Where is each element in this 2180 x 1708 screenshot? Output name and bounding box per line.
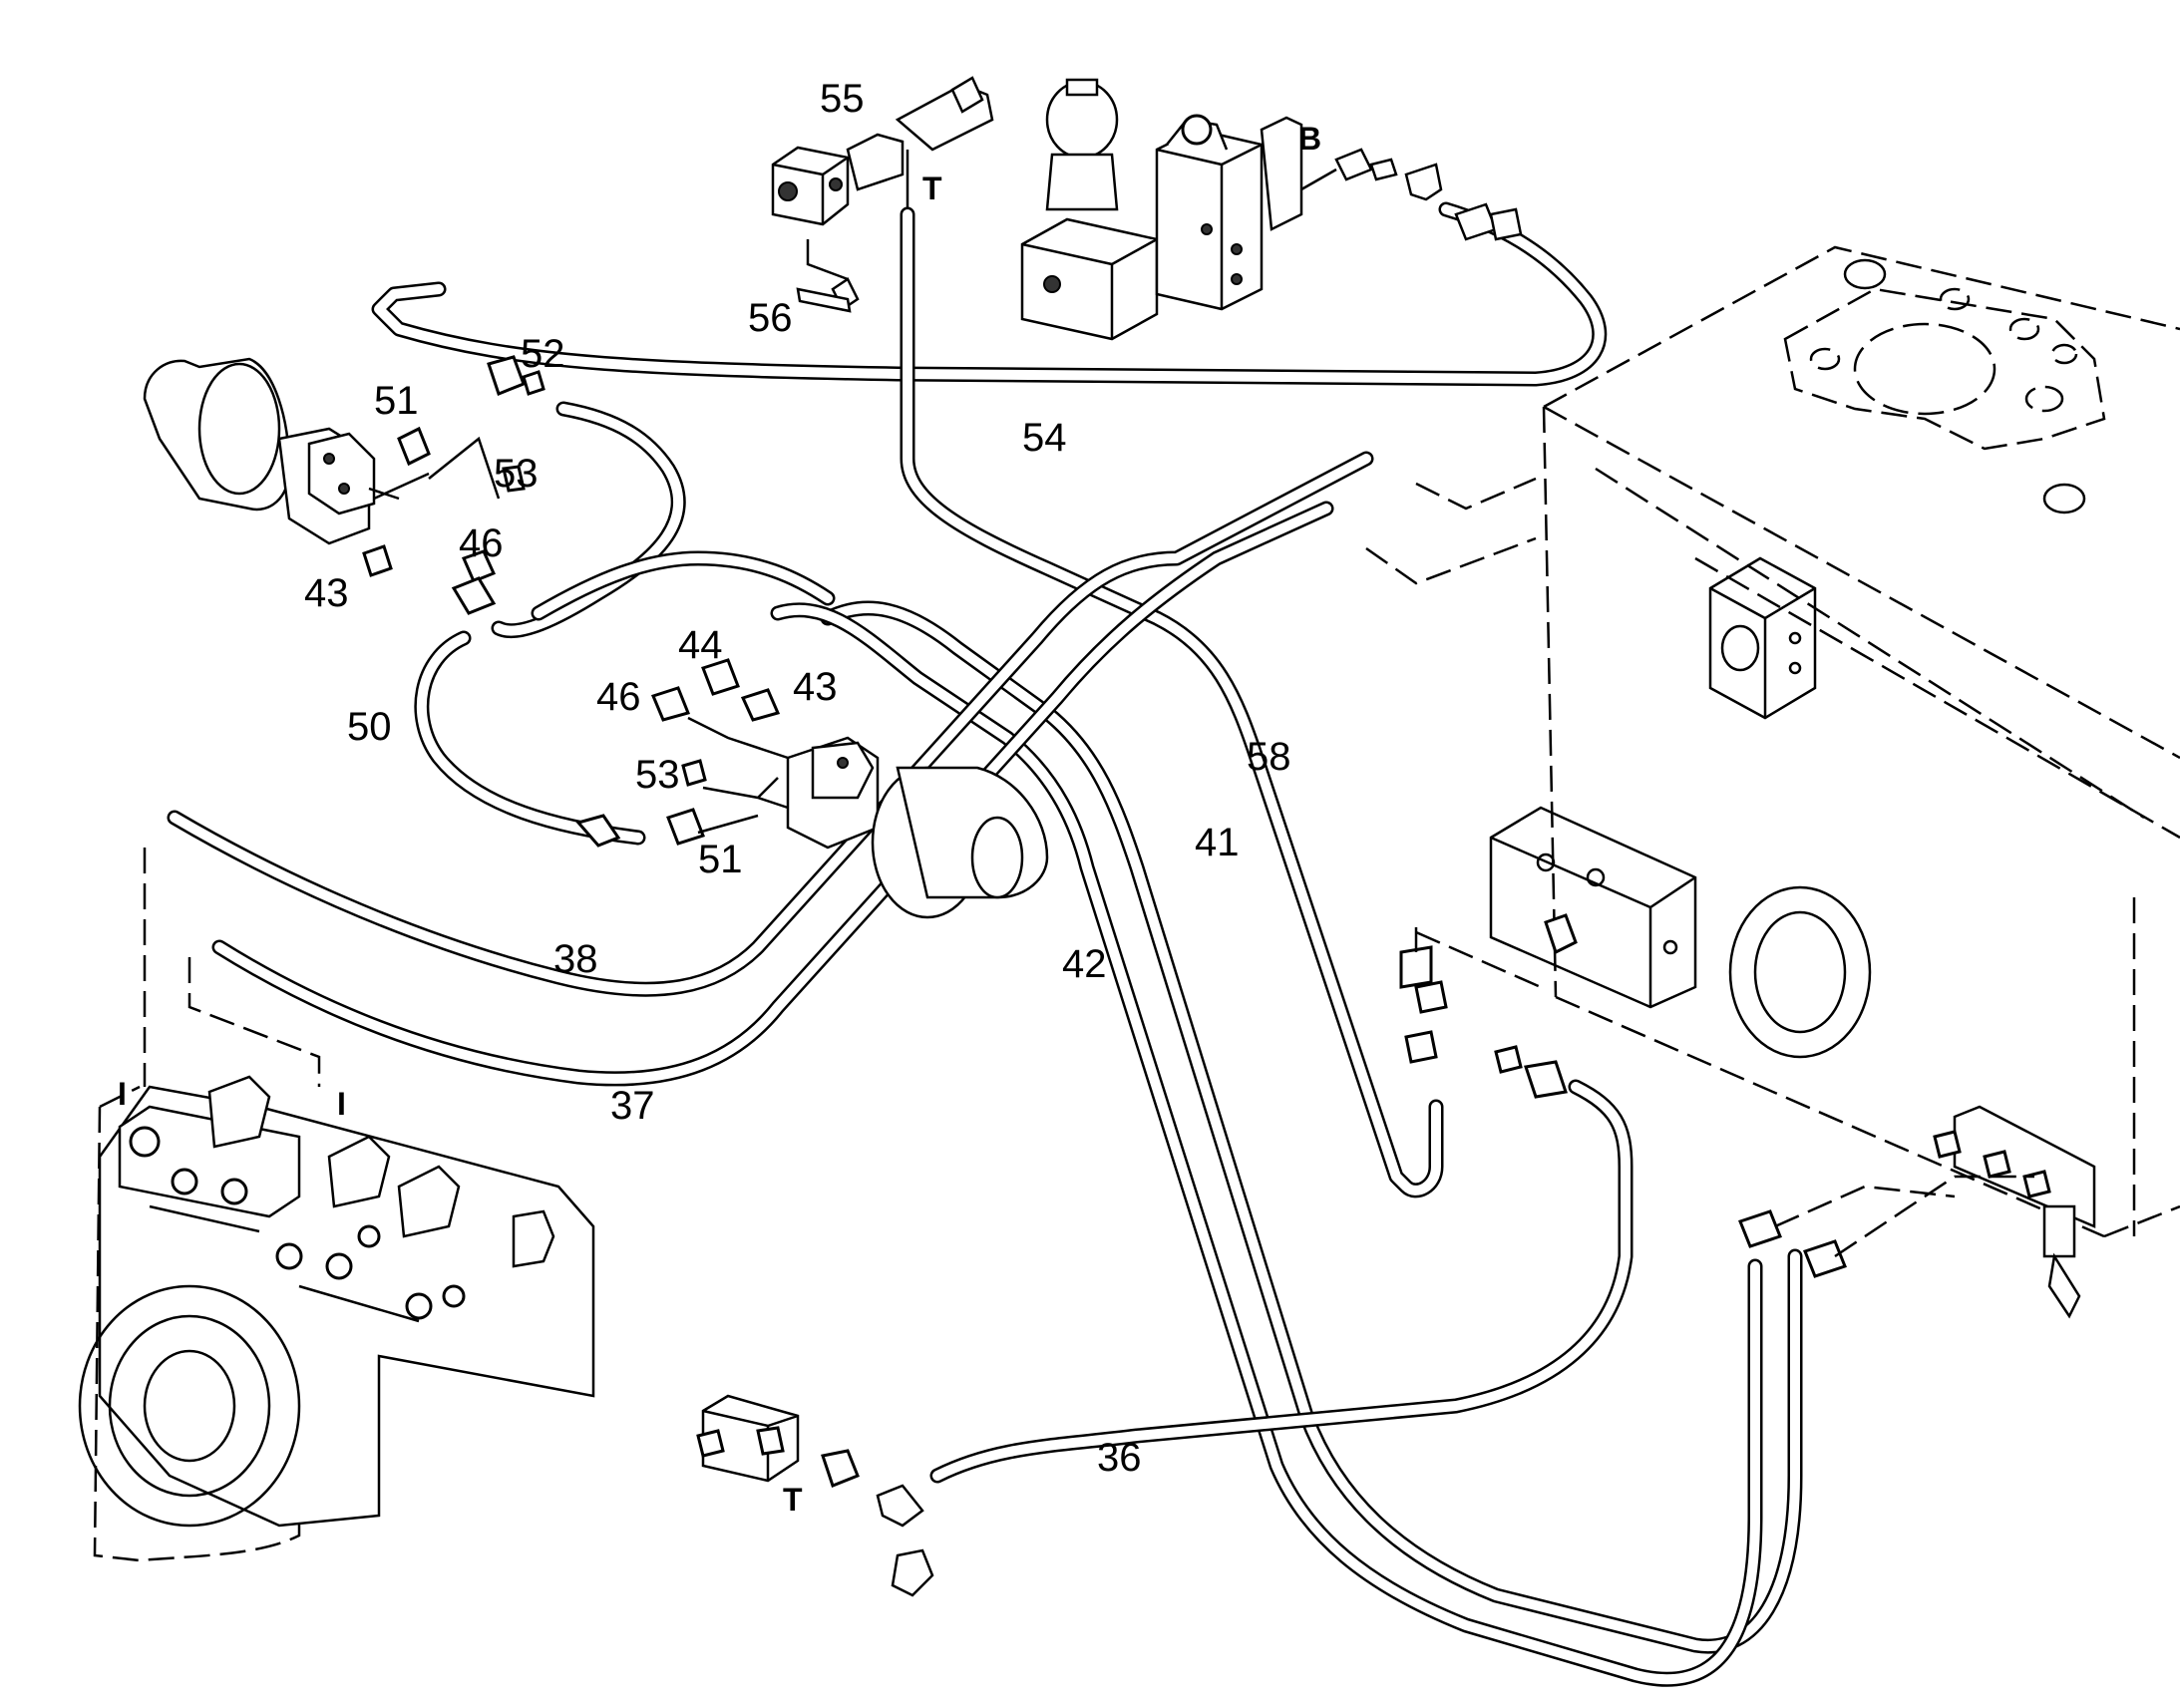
fittings-tank-ports bbox=[1399, 913, 2051, 1278]
label-51-mid: 51 bbox=[698, 838, 743, 881]
label-56: 56 bbox=[748, 296, 793, 340]
label-46-mid: 46 bbox=[596, 675, 641, 719]
part-labels: 55 T B 56 52 51 53 54 46 43 44 46 43 50 … bbox=[118, 77, 1321, 1518]
hose-50 bbox=[414, 630, 646, 846]
tank-flange-plate bbox=[1783, 258, 2106, 514]
fittings-middle-motor bbox=[575, 658, 789, 848]
main-pump bbox=[78, 1075, 595, 1562]
label-46-top: 46 bbox=[459, 521, 504, 565]
drive-motor-middle bbox=[786, 736, 1049, 919]
hose-54 bbox=[371, 201, 1608, 387]
screw-56 bbox=[796, 287, 852, 313]
hydraulic-tank bbox=[1542, 245, 2180, 1238]
connection-lines bbox=[143, 477, 2034, 1258]
hose-38 bbox=[167, 451, 1374, 997]
fittings-b-line bbox=[1334, 148, 1523, 241]
tank-port-block bbox=[1489, 806, 1872, 1059]
hose-50-crossover bbox=[531, 550, 836, 621]
label-42: 42 bbox=[1062, 942, 1107, 986]
label-43-top: 43 bbox=[304, 571, 349, 615]
label-58: 58 bbox=[1247, 735, 1291, 779]
hose-58 bbox=[900, 206, 1444, 1198]
fittings-upper-motor bbox=[362, 355, 545, 615]
hose-37 bbox=[211, 501, 1334, 1087]
label-41: 41 bbox=[1195, 821, 1240, 864]
label-B: B bbox=[1298, 121, 1321, 157]
label-38: 38 bbox=[553, 937, 598, 981]
tank-side-block bbox=[1708, 556, 1817, 720]
label-I-right: I bbox=[337, 1086, 346, 1122]
label-54: 54 bbox=[1022, 416, 1067, 460]
label-44: 44 bbox=[678, 623, 723, 667]
label-T-bottom: T bbox=[783, 1482, 803, 1518]
accumulator-valve-block bbox=[1020, 78, 1337, 341]
label-43-mid: 43 bbox=[793, 665, 838, 709]
bottom-valve-block bbox=[696, 1394, 934, 1597]
label-37: 37 bbox=[610, 1084, 655, 1128]
label-I-left: I bbox=[118, 1076, 127, 1112]
label-52: 52 bbox=[521, 332, 565, 376]
label-51-top: 51 bbox=[374, 379, 419, 423]
label-T-top: T bbox=[922, 171, 942, 206]
tank-bottom-manifold bbox=[1953, 1105, 2096, 1319]
label-36: 36 bbox=[1097, 1436, 1142, 1480]
hose-42 bbox=[770, 602, 1763, 1687]
hose-36 bbox=[929, 1079, 1634, 1484]
hose-52-50-upper bbox=[491, 401, 686, 639]
label-53-top: 53 bbox=[494, 452, 539, 496]
label-50: 50 bbox=[347, 705, 392, 749]
directional-valve-55 bbox=[771, 76, 994, 311]
label-53-mid: 53 bbox=[635, 753, 680, 797]
hose-41 bbox=[820, 600, 1803, 1654]
label-55: 55 bbox=[820, 77, 865, 121]
drive-motor-upper bbox=[143, 357, 430, 545]
